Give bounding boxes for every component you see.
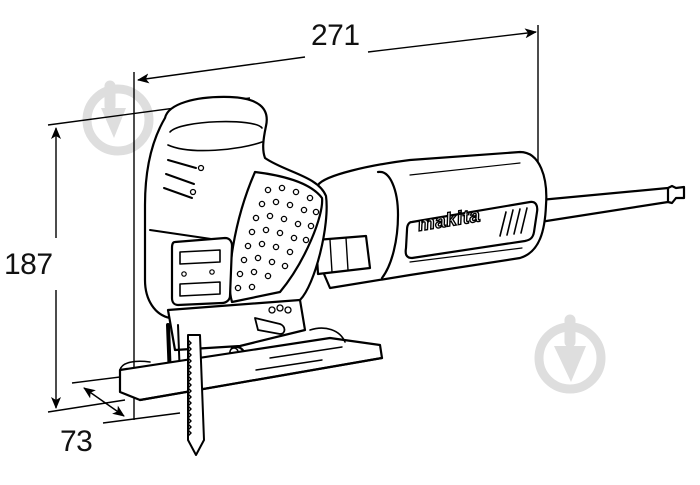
height-dimension-label: 187 (4, 248, 53, 281)
width-dimension-label: 271 (311, 19, 360, 52)
grip-dots (234, 184, 320, 292)
power-cord (538, 184, 686, 224)
saw-blade (187, 334, 205, 456)
depth-dimension-label: 73 (60, 425, 93, 458)
side-ribs (149, 159, 219, 241)
jigsaw-illustration (118, 95, 686, 456)
vent-slots (499, 207, 528, 237)
base-plate (118, 336, 384, 402)
orbital-lever (254, 317, 286, 335)
watermark-icon-right (534, 314, 606, 394)
trigger-switch (314, 234, 372, 276)
